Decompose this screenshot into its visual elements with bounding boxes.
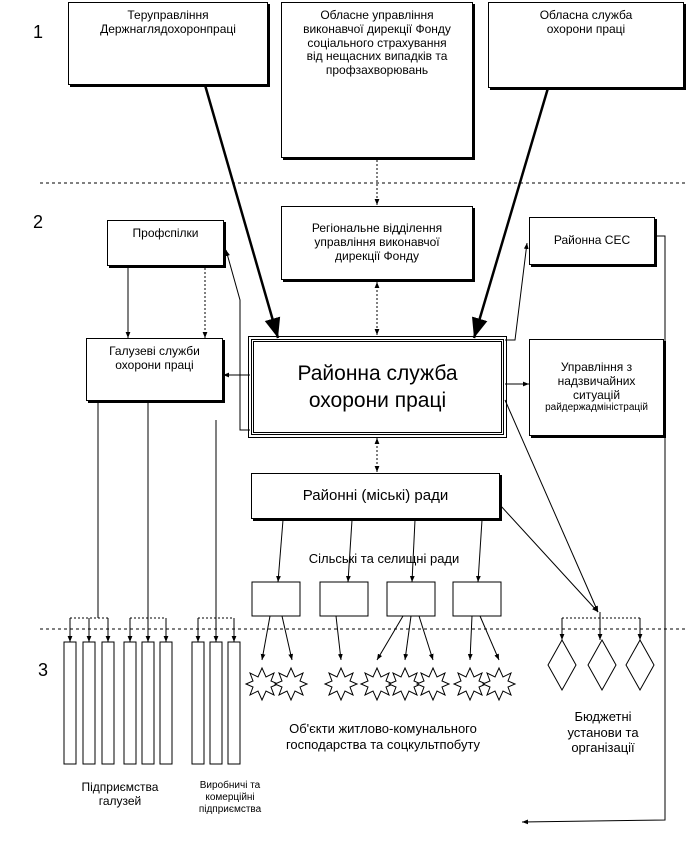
box-raionna-ses: Районна СЕС	[529, 217, 655, 265]
label-silski-rady: Сільські та селищні ради	[308, 551, 460, 566]
enterprise-columns-group-3	[191, 641, 241, 765]
box-rehionalne-viddilennia: Регіональне відділення управління викона…	[281, 206, 473, 280]
box-upravlinnia-ns: Управління з надзвичайних ситуацій райде…	[529, 339, 664, 436]
object-starburst	[452, 666, 488, 702]
box-haluzevi-sluzhby: Галузеві служби охорони праці	[86, 338, 223, 401]
object-starburst	[481, 666, 517, 702]
arrow-oblasna-main	[472, 87, 550, 339]
budget-diamond	[587, 638, 617, 692]
arrow-rady-village-2	[345, 519, 353, 583]
enterprise-column	[101, 641, 115, 765]
enterprise-columns-group-1	[63, 641, 115, 765]
budget-diamond	[547, 638, 577, 692]
label-biudzhetni: Бюджетні установи та організації	[567, 709, 639, 756]
arrow-rady-village-1	[276, 519, 284, 583]
box-profspilky: Профспілки	[107, 220, 224, 266]
arrow-rady-biudzhetni	[499, 504, 599, 613]
enterprise-column	[159, 641, 173, 765]
arrow-rady-village-4	[475, 519, 483, 583]
object-starburst	[323, 666, 359, 702]
village-council-box	[251, 581, 301, 617]
object-starburst	[244, 666, 280, 702]
box-raionna-sluzhba-main: Районна служба охорони праці	[248, 336, 507, 438]
label-pidpryiemstva: Підприємства галузей	[81, 780, 159, 809]
enterprise-column	[141, 641, 155, 765]
village-council-box	[452, 581, 502, 617]
arrow-terupravlinnia-main	[203, 84, 281, 339]
box-oblasne-upravlinnia-fondu: Обласне управління виконавчої дирекції Ф…	[281, 2, 473, 158]
arrow-rady-village-3	[409, 519, 416, 583]
object-starbursts	[244, 666, 517, 702]
enterprise-column	[191, 641, 205, 765]
arrow-main-biudzhetni	[504, 399, 599, 613]
object-starburst	[273, 666, 309, 702]
enterprise-column	[209, 641, 223, 765]
box-oblasna-sluzhba: Обласна служба охорони праці	[488, 2, 684, 88]
label-vyrobnychi: Виробничі та комерційні підприємства	[198, 780, 262, 815]
enterprise-columns-group-2	[123, 641, 173, 765]
arrow-main-ses	[505, 242, 529, 341]
enterprise-column	[63, 641, 77, 765]
level-number-3: 3	[38, 660, 49, 680]
object-starburst	[415, 666, 451, 702]
level-number-2: 2	[33, 212, 44, 232]
level-number-1: 1	[33, 22, 44, 42]
budget-diamond	[625, 638, 655, 692]
arrow-main-profspilky	[225, 249, 250, 431]
enterprise-column	[82, 641, 96, 765]
label-obiekty: Об'єкти житлово-комунального господарств…	[285, 721, 481, 752]
box-raionni-rady: Районні (міські) ради	[251, 473, 500, 519]
object-starburst	[359, 666, 395, 702]
box-terupravlinnia: Теруправління Держнаглядохоронпраці	[68, 2, 268, 85]
enterprise-column	[227, 641, 241, 765]
arrow-ses-bottom	[521, 235, 666, 825]
bracket-budget	[561, 617, 641, 634]
object-starburst	[387, 666, 423, 702]
enterprise-column	[123, 641, 137, 765]
budget-diamonds	[547, 638, 655, 692]
village-council-box	[386, 581, 436, 617]
village-council-box	[319, 581, 369, 617]
